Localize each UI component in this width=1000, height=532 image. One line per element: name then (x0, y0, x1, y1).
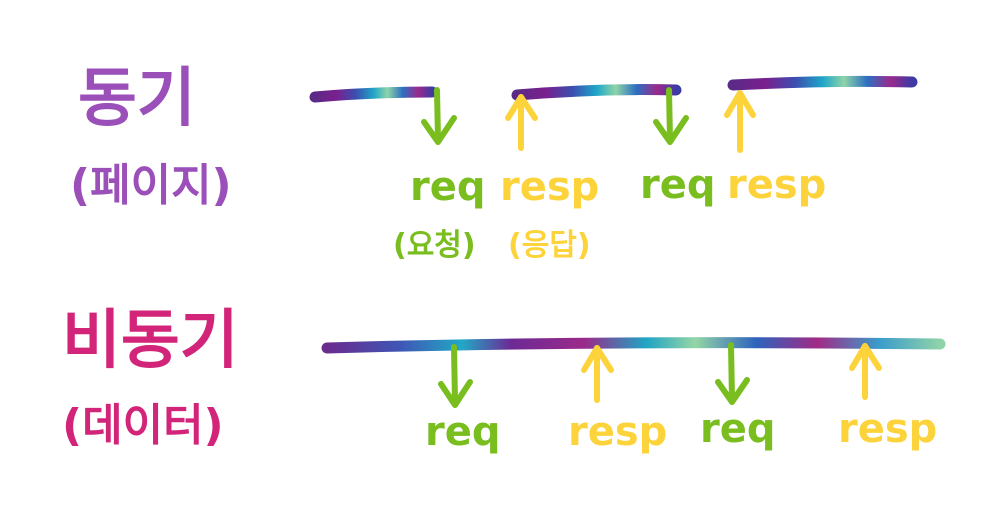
async-resp-label-2: resp (838, 406, 937, 452)
async-subtitle: (데이터) (62, 400, 224, 451)
sync-resp-label-2: resp (727, 162, 826, 208)
sync-req-arrow-1 (421, 87, 457, 145)
sync-resp-arrow-1 (505, 94, 538, 151)
sync-timeline-segment-1 (309, 86, 438, 103)
async-resp-arrow-1 (581, 345, 614, 403)
sync-resp-label-1: resp (500, 164, 599, 210)
sync-timeline-segment-3 (727, 75, 918, 91)
async-title: 비동기 (62, 304, 239, 378)
sync-req-label-1: req (410, 164, 486, 210)
async-resp-label-1: resp (568, 409, 667, 455)
async-resp-arrow-2 (849, 343, 882, 400)
async-req-arrow-1 (438, 344, 473, 408)
sync-section: 동기 (페이지) req resp req resp (요청) (70, 62, 918, 263)
sync-title: 동기 (78, 62, 196, 136)
sync-resp-note: (응답) (508, 228, 591, 263)
sync-resp-arrow-2 (724, 90, 756, 153)
sync-req-label-2: req (640, 162, 716, 208)
async-timeline (321, 337, 946, 354)
sync-req-arrow-2 (653, 87, 689, 145)
sync-timeline-segment-2 (511, 84, 682, 101)
sync-req-note: (요청) (393, 228, 476, 263)
async-section: 비동기 (데이터) req resp req resp (62, 304, 946, 455)
async-req-label-1: req (425, 409, 501, 455)
async-req-label-2: req (700, 406, 776, 452)
async-req-arrow-2 (715, 342, 750, 405)
sync-subtitle: (페이지) (70, 160, 232, 211)
